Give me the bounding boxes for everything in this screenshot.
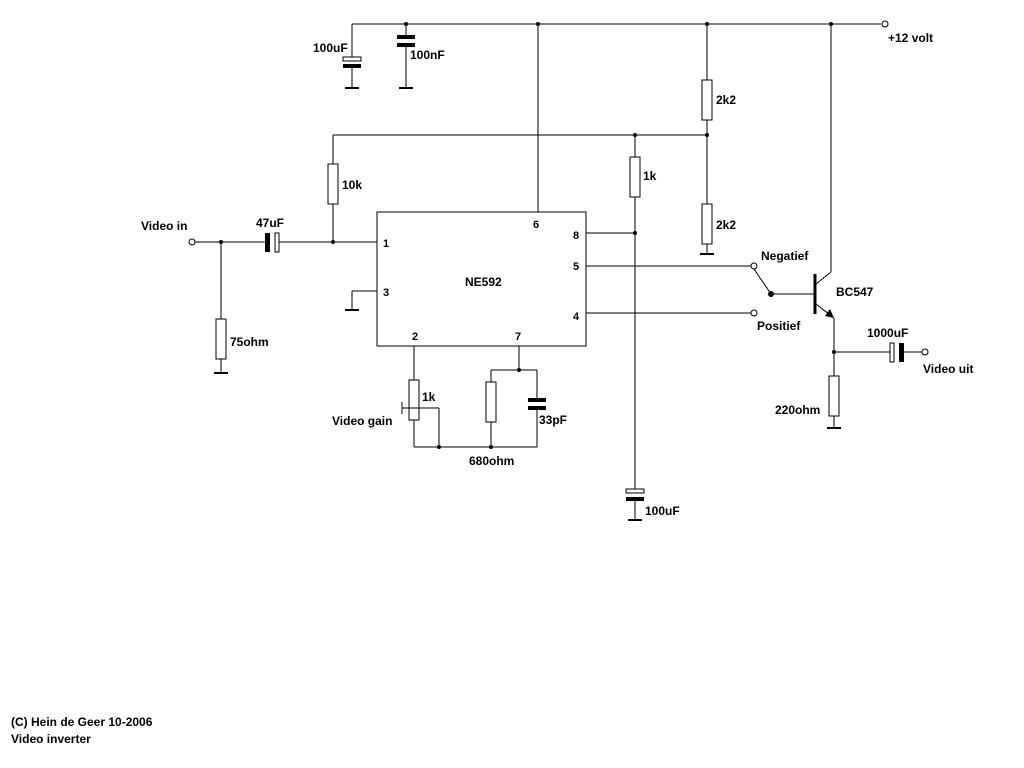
ic-pin-2: 2	[412, 331, 418, 343]
label-pot-1k: 1k	[422, 390, 436, 404]
label-c-100uF-supply: 100uF	[313, 41, 348, 55]
ic-pin-3: 3	[383, 287, 389, 299]
video-out-label: Video uit	[923, 362, 973, 376]
output-switch	[586, 232, 815, 317]
negatief-label: Negatief	[761, 249, 809, 263]
ic-pin-5: 5	[573, 261, 579, 273]
pin8-decoupling	[625, 135, 645, 521]
label-r-220ohm: 220ohm	[775, 403, 820, 417]
ic-pin-4: 4	[573, 311, 580, 323]
capacitor-100uF-supply	[342, 24, 362, 89]
label-c-1000uF: 1000uF	[867, 326, 908, 340]
video-in-terminal	[188, 238, 196, 246]
label-c-100uF-decoupling: 100uF	[645, 504, 680, 518]
video-in-label: Video in	[141, 219, 187, 233]
label-c-100nF: 100nF	[410, 48, 445, 62]
ic-name: NE592	[465, 275, 502, 289]
label-c-33pF: 33pF	[539, 413, 567, 427]
video-gain-label: Video gain	[332, 414, 392, 428]
label-r-1k: 1k	[643, 169, 657, 183]
ic-pin-7: 7	[515, 331, 521, 343]
label-r-75ohm: 75ohm	[230, 335, 269, 349]
label-r-2k2-top: 2k2	[716, 93, 736, 107]
switch-contact-negatief	[750, 262, 758, 270]
video-out-terminal	[921, 348, 929, 356]
ic-pin-1: 1	[383, 238, 389, 250]
label-transistor: BC547	[836, 285, 874, 299]
title-text: Video inverter	[11, 732, 91, 746]
pin3-ground	[345, 290, 377, 311]
label-r-2k2-bottom: 2k2	[716, 218, 736, 232]
switch-contact-positief	[750, 309, 758, 317]
gain-network	[401, 346, 546, 449]
capacitor-100nF	[397, 24, 415, 89]
label-c-47uF: 47uF	[256, 216, 284, 230]
label-r-10k: 10k	[342, 178, 362, 192]
supply-rail	[352, 20, 889, 28]
supply-terminal	[881, 20, 889, 28]
resistor-divider	[700, 24, 714, 255]
supply-label: +12 volt	[888, 31, 933, 45]
transistor-bc547	[813, 24, 836, 376]
ic-pin-8: 8	[573, 230, 579, 242]
copyright-text: (C) Hein de Geer 10-2006	[11, 715, 153, 729]
ic-pin-6: 6	[533, 219, 539, 231]
label-r-680ohm: 680ohm	[469, 454, 514, 468]
output-network	[827, 342, 929, 429]
positief-label: Positief	[757, 319, 801, 333]
ic-ne592	[376, 211, 587, 347]
input-network	[188, 232, 377, 374]
bias-rail	[327, 133, 707, 242]
